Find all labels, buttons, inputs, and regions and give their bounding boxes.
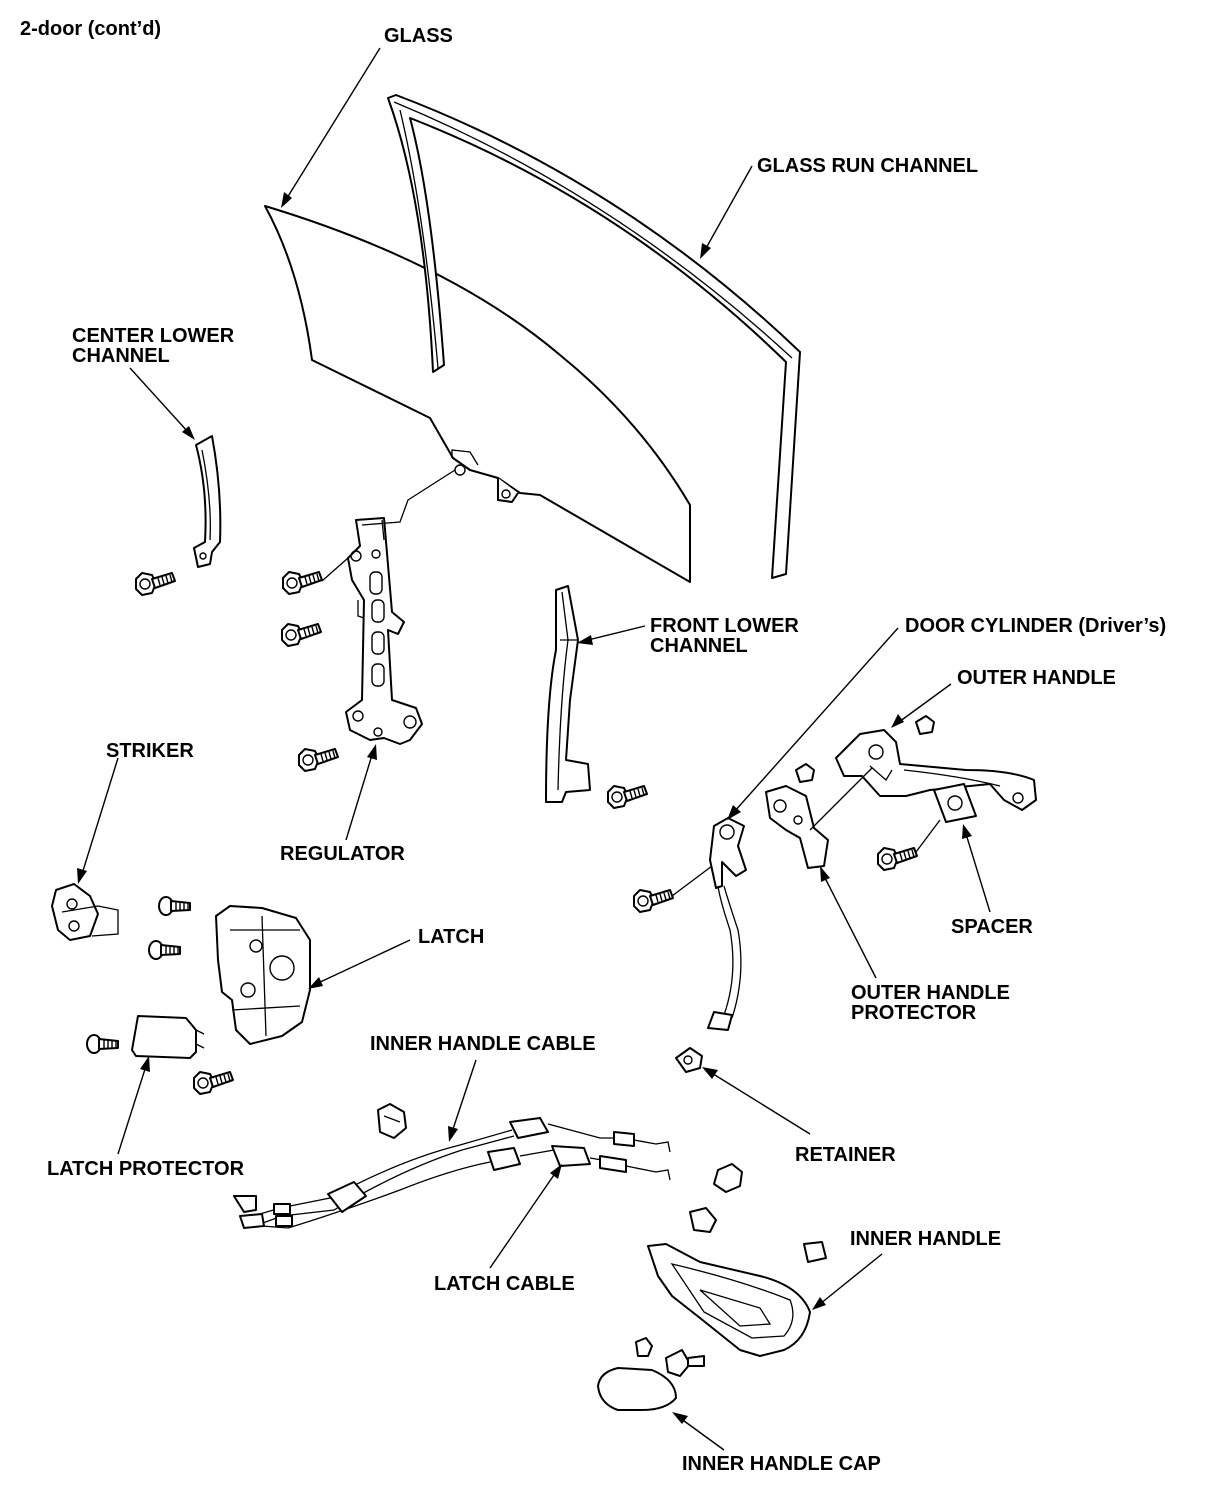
latch-protector-screw — [86, 1034, 119, 1054]
regulator-part — [345, 517, 423, 745]
section-title: 2-door (cont’d) — [20, 18, 161, 40]
glass-run-channel-label: GLASS RUN CHANNEL — [757, 155, 978, 177]
regulator-leader — [345, 754, 373, 841]
center-lower-channel-label-line2: CHANNEL — [72, 345, 170, 367]
inner-handle-clip-2 — [689, 1207, 717, 1233]
front-lower-channel-label-line1: FRONT LOWER — [650, 615, 799, 637]
spacer-leader — [965, 833, 991, 913]
outer-handle-part — [835, 729, 1037, 811]
outer-handle-protector-label-line1: OUTER HANDLE — [851, 982, 1010, 1004]
center-lower-channel-bolt — [135, 572, 176, 596]
outer-handle-leader — [898, 683, 952, 723]
center-lower-channel-leader — [129, 367, 189, 433]
outer-handle-bolt — [915, 715, 935, 735]
door-cylinder-bolt — [633, 889, 674, 913]
latch-protector-label: LATCH PROTECTOR — [47, 1158, 245, 1180]
latch-protector-leader — [117, 1065, 147, 1155]
spacer-label: SPACER — [951, 916, 1033, 938]
inner-handle-clip-3 — [803, 1241, 827, 1263]
striker-leader — [81, 757, 119, 875]
inner-handle-cable-label: INNER HANDLE CABLE — [370, 1033, 596, 1055]
glass-part — [264, 205, 691, 583]
glass-run-channel-leader — [704, 165, 753, 251]
latch-screw — [148, 940, 181, 960]
center-lower-channel-label-line1: CENTER LOWER — [72, 325, 235, 347]
regulator-bolt-lower — [298, 748, 339, 772]
outer-handle-small-bolt — [795, 763, 815, 783]
cable-clip-left — [377, 1103, 407, 1139]
latch-label: LATCH — [418, 926, 484, 948]
inner-handle-cable-leader — [451, 1059, 477, 1133]
striker-label: STRIKER — [106, 740, 194, 762]
door-cylinder-leader — [733, 627, 899, 813]
cable-sleeve-merge — [327, 1181, 367, 1213]
striker-screw — [158, 896, 191, 916]
glass-label: GLASS — [384, 25, 453, 47]
retainer-part — [675, 1047, 703, 1073]
glass-leader — [286, 47, 381, 199]
inner-handle-cap-part — [597, 1367, 677, 1411]
latch-leader — [315, 939, 411, 985]
latch-protector-bolt — [193, 1071, 234, 1095]
front-lower-channel-label-line2: CHANNEL — [650, 635, 748, 657]
glass-run-channel-part — [387, 94, 801, 579]
front-lower-channel-part — [545, 585, 591, 803]
outer-handle-protector-label-line2: PROTECTOR — [851, 1002, 977, 1024]
front-lower-channel-bolt — [607, 785, 648, 809]
latch-cable-leader — [489, 1171, 557, 1269]
inner-handle-cap-screw — [635, 1337, 653, 1357]
inner-handle-cable-part — [259, 1117, 671, 1225]
cable-end-fittings — [233, 1195, 293, 1229]
outer-handle-protector-part — [765, 785, 829, 869]
spacer-bolt — [877, 847, 918, 871]
spacer-part — [933, 783, 977, 823]
outer-handle-connector — [809, 767, 873, 831]
inner-handle-leader — [819, 1253, 883, 1305]
striker-part — [51, 883, 119, 941]
regulator-glass-connector — [361, 469, 456, 526]
latch-cable-part — [261, 1145, 671, 1229]
inner-handle-cap-label: INNER HANDLE CAP — [682, 1453, 881, 1475]
retainer-label: RETAINER — [795, 1144, 896, 1166]
inner-handle-cap-leader — [679, 1417, 725, 1451]
inner-handle-cap-clip — [665, 1349, 705, 1377]
regulator-label: REGULATOR — [280, 843, 405, 865]
front-lower-channel-leader — [587, 625, 646, 641]
latch-cable-label: LATCH CABLE — [434, 1273, 575, 1295]
latch-protector-part — [131, 1015, 205, 1059]
regulator-bolt-upper — [282, 571, 323, 595]
door-cylinder-label: DOOR CYLINDER (Driver’s) — [905, 615, 1166, 637]
outer-handle-protector-leader — [823, 875, 877, 979]
latch-part — [215, 905, 311, 1045]
center-lower-channel-part — [193, 435, 222, 568]
inner-handle-label: INNER HANDLE — [850, 1228, 1001, 1250]
inner-handle-part — [647, 1243, 811, 1357]
outer-handle-label: OUTER HANDLE — [957, 667, 1116, 689]
retainer-leader — [709, 1071, 811, 1135]
inner-handle-clip-1 — [713, 1163, 743, 1193]
door-cylinder-part — [707, 817, 747, 1031]
regulator-bolt-middle — [281, 623, 322, 647]
